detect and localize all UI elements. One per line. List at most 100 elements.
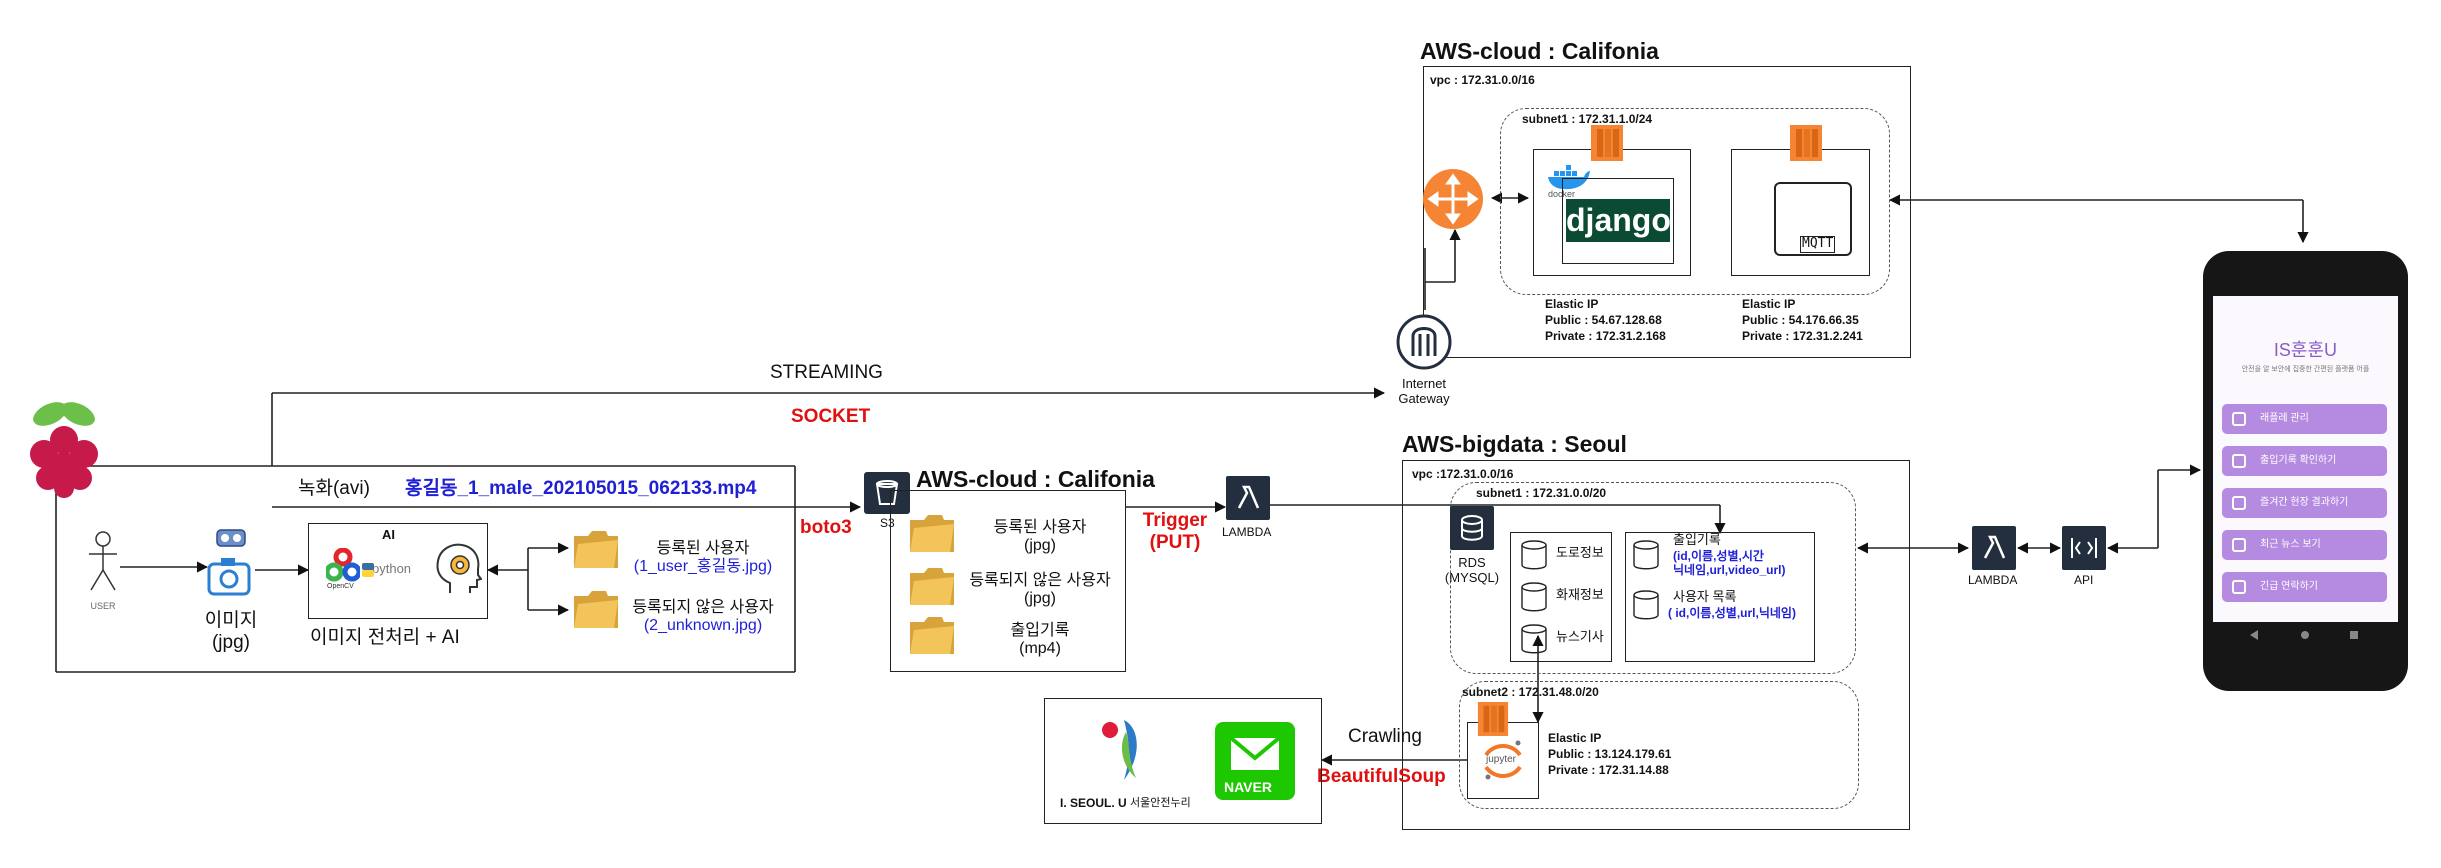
rds-icon bbox=[1450, 506, 1494, 550]
internet-gateway-label: Internet Gateway bbox=[1398, 376, 1450, 406]
naver-label: NAVER bbox=[1224, 779, 1272, 795]
phone-menu-button-label: 출입기록 확인하기 bbox=[2260, 455, 2337, 466]
database-icon bbox=[1521, 540, 1547, 570]
opencv-label: OpenCV bbox=[327, 583, 354, 590]
bigdata-vpc: vpc :172.31.0.0/16 bbox=[1412, 467, 1514, 481]
registered-text: 등록된 사용자 bbox=[656, 540, 750, 557]
folder-icon bbox=[574, 531, 618, 568]
eip1-public: Public : 54.67.128.68 bbox=[1545, 313, 1662, 327]
folder-icon bbox=[910, 515, 954, 552]
database-icon bbox=[1633, 540, 1659, 570]
lambda-icon bbox=[1226, 476, 1270, 520]
raspberry-pi-icon bbox=[30, 402, 98, 498]
database-icon bbox=[1521, 624, 1547, 654]
seoul-label: I. SEOUL. U bbox=[1060, 796, 1127, 810]
unregistered-text: 등록되지 않은 사용자 bbox=[632, 599, 774, 616]
menu-item-icon bbox=[2232, 580, 2246, 594]
docker-label: docker bbox=[1548, 189, 1576, 199]
opencv-icon bbox=[326, 548, 360, 582]
lambda-label: LAMBDA bbox=[1222, 525, 1272, 539]
phone-menu-button[interactable]: 최근 뉴스 보기 bbox=[2222, 530, 2387, 560]
eip2-title: Elastic IP bbox=[1742, 297, 1796, 311]
phone-nav-home-icon[interactable] bbox=[2301, 631, 2309, 639]
lambda-icon bbox=[1972, 526, 2016, 570]
python-icon bbox=[362, 563, 374, 577]
aws-cloud-top-title: AWS-cloud : Califonia bbox=[1420, 38, 1659, 64]
s3-folder-access: 출입기록 (mp4) bbox=[1010, 622, 1070, 658]
db-box-left bbox=[1510, 532, 1612, 662]
internet-gateway-icon bbox=[1396, 314, 1452, 370]
s3-bucket-icon bbox=[864, 472, 910, 514]
subnet2-box bbox=[1459, 681, 1859, 809]
unregistered-file: (2_unknown.jpg) bbox=[643, 617, 763, 635]
django-logo: django bbox=[1566, 199, 1671, 242]
menu-item-icon bbox=[2232, 538, 2246, 552]
bigdata-subnet1: subnet1 : 172.31.0.0/20 bbox=[1476, 486, 1607, 500]
router-icon bbox=[1423, 169, 1483, 229]
phone-menu-button-label: 즐겨간 현장 결과하기 bbox=[2260, 497, 2349, 508]
user-icon bbox=[89, 531, 117, 591]
phone-menu-button[interactable]: 래플레 관리 bbox=[2222, 404, 2387, 434]
phone-menu-button-label: 긴급 연락하기 bbox=[2260, 581, 2318, 592]
bigdata-title: AWS-bigdata : Seoul bbox=[1402, 431, 1627, 457]
eip1-private: Private : 172.31.2.168 bbox=[1545, 329, 1666, 343]
lambda2-label: LAMBDA bbox=[1968, 573, 2018, 587]
unregistered-label: 등록되지 않은 사용자 (2_unknown.jpg) bbox=[618, 599, 788, 636]
python-label: python bbox=[372, 561, 412, 576]
mqtt-label: MQTT bbox=[1800, 236, 1836, 253]
phone-menu-button-label: 래플레 관리 bbox=[2260, 413, 2309, 424]
s3-folder-registered: 등록된 사용자 (jpg) bbox=[993, 519, 1087, 555]
phone-menu-button[interactable]: 긴급 연락하기 bbox=[2222, 572, 2387, 602]
image-label: 이미지 (jpg) bbox=[204, 610, 258, 653]
eip2-block: Elastic IP Public : 54.176.66.35 Private… bbox=[1742, 296, 1863, 344]
folder-icon bbox=[910, 617, 954, 654]
record-file: 홍길동_1_male_202105015_062133.mp4 bbox=[405, 478, 757, 499]
menu-item-icon bbox=[2232, 496, 2246, 510]
access-title: 출입기록 bbox=[1673, 532, 1721, 547]
preprocess-label: 이미지 전처리 + AI bbox=[310, 627, 460, 648]
boto3-label: boto3 bbox=[800, 517, 852, 538]
seoul-sub: 서울안전누리 bbox=[1130, 797, 1191, 809]
jupyter-icon bbox=[1484, 740, 1522, 780]
aws-cloud-top-box bbox=[1423, 66, 1911, 358]
phone-app-title: IS훈훈U bbox=[2273, 340, 2338, 360]
aws-cloud-top-vpc: vpc : 172.31.0.0/16 bbox=[1430, 73, 1535, 87]
phone-menu-button[interactable]: 즐겨간 현장 결과하기 bbox=[2222, 488, 2387, 518]
camera-icon bbox=[207, 529, 251, 596]
api-gateway-icon bbox=[2062, 526, 2106, 570]
api-label: API bbox=[2074, 573, 2094, 587]
ec2-icon bbox=[1477, 702, 1509, 736]
s3-folder-unregistered: 등록되지 않은 사용자 (jpg) bbox=[969, 572, 1111, 608]
ec2-icon bbox=[1591, 125, 1623, 161]
aws-cloud-top-subnet: subnet1 : 172.31.1.0/24 bbox=[1522, 112, 1653, 126]
phone-nav-recent-icon[interactable] bbox=[2350, 631, 2358, 639]
users-title: 사용자 목록 bbox=[1673, 589, 1737, 604]
database-icon bbox=[1633, 590, 1659, 620]
registered-file: (1_user_홍길동.jpg) bbox=[633, 558, 773, 576]
s3-title: AWS-cloud : Califonia bbox=[916, 466, 1155, 492]
bigdata-eip-title: Elastic IP bbox=[1548, 731, 1602, 745]
db-item-label: 도로정보 bbox=[1556, 545, 1604, 560]
folder-icon bbox=[910, 568, 954, 605]
access-fields: (id,이름,성별,시간 닉네임,url,video_url) bbox=[1673, 549, 1786, 577]
eip1-block: Elastic IP Public : 54.67.128.68 Private… bbox=[1545, 296, 1666, 344]
rds-label: RDS (MYSQL) bbox=[1444, 555, 1500, 585]
phone-nav-back-icon[interactable] bbox=[2250, 630, 2258, 640]
socket-label: SOCKET bbox=[791, 406, 871, 427]
streaming-label: STREAMING bbox=[770, 362, 883, 383]
db-item-label: 화재정보 bbox=[1556, 587, 1604, 602]
phone-menu-button[interactable]: 출입기록 확인하기 bbox=[2222, 446, 2387, 476]
seoul-logo-icon bbox=[1102, 720, 1137, 780]
ai-label: AI bbox=[382, 527, 395, 542]
bigdata-eip-private: Private : 172.31.14.88 bbox=[1548, 763, 1669, 777]
subnet-box bbox=[1500, 108, 1890, 295]
subnet1-box bbox=[1450, 482, 1856, 674]
bigdata-box bbox=[1402, 460, 1910, 830]
eip1-title: Elastic IP bbox=[1545, 297, 1599, 311]
user-label: USER bbox=[90, 601, 116, 611]
ec2-icon bbox=[1790, 125, 1822, 161]
bigdata-eip-public: Public : 13.124.179.61 bbox=[1548, 747, 1672, 761]
sources-box bbox=[1044, 698, 1322, 824]
trigger-label: Trigger (PUT) bbox=[1142, 510, 1208, 553]
